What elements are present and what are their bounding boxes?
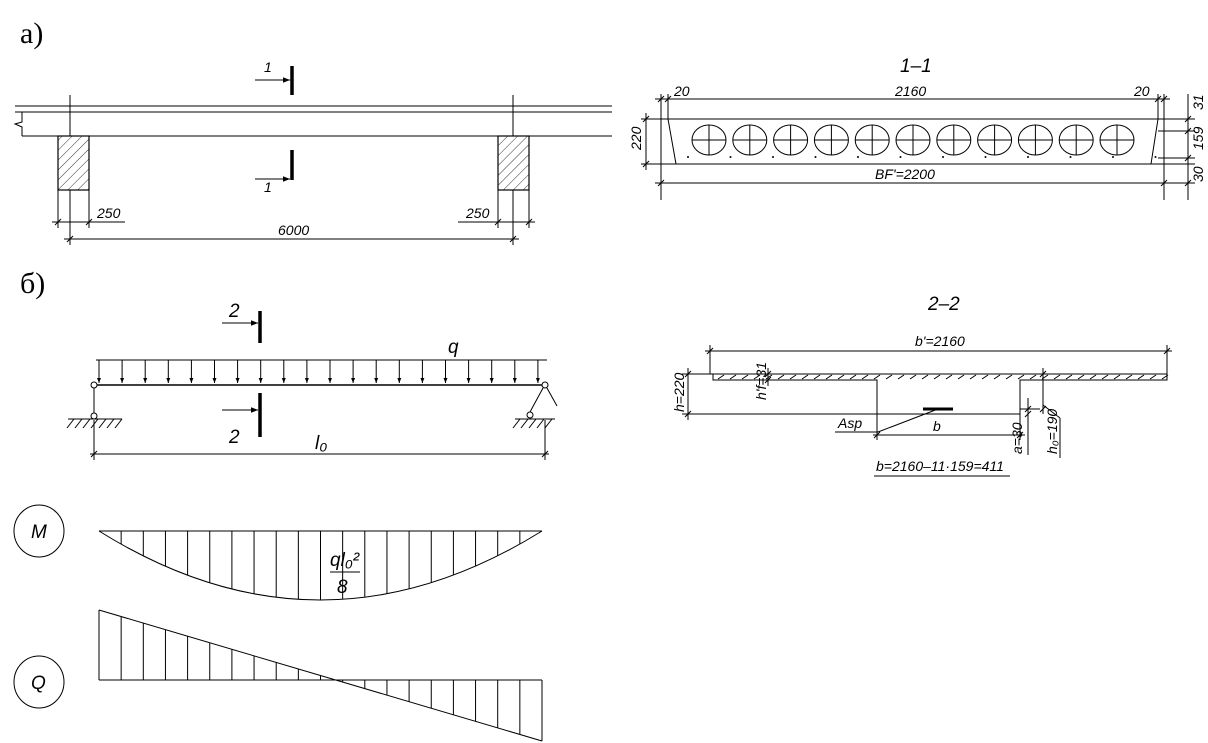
- shear-diagram: Q: [13, 609, 543, 742]
- section-cut-2-bottom: 2: [222, 393, 262, 448]
- strand-dot: [687, 156, 689, 158]
- span-dimension: l₀: [90, 420, 549, 460]
- dim-web: b: [933, 418, 941, 434]
- panel-b-label: б): [20, 267, 45, 300]
- dim-support-right: 250: [465, 205, 490, 221]
- dim-support-left: 250: [96, 205, 121, 221]
- shear-symbol: Q: [31, 673, 46, 694]
- strand-dot: [1154, 156, 1157, 158]
- dim-top-flange: 31: [1190, 94, 1206, 110]
- dim-flange-thickness: h'f=31: [753, 362, 769, 400]
- beam-elevation: [13, 95, 612, 137]
- panel-a-dimensions: 250 250 6000: [52, 190, 535, 245]
- dim-flange-width: b'=2160: [915, 333, 965, 349]
- strand-dot: [899, 156, 902, 158]
- section-2-2-dimensions: b'=2160 h=220 h'f=31 b Asp a=30 h₀=190: [671, 333, 1172, 477]
- section-cut-1-top: 1: [255, 59, 294, 95]
- dim-width-top: 2160: [894, 83, 926, 99]
- load-label: q: [448, 337, 459, 358]
- hollow-core-slab-section: [667, 118, 1159, 165]
- strand-dot: [857, 156, 859, 158]
- dim-middle: 159: [1190, 126, 1206, 150]
- section-mark-2-bottom: 2: [228, 427, 240, 448]
- dim-height: 220: [628, 126, 644, 151]
- moment-diagram: M ql₀² 8: [13, 504, 543, 601]
- dim-width-bottom: BF'=2200: [875, 166, 935, 182]
- dim-effective-depth: h₀=190: [1044, 409, 1060, 454]
- dim-edge-right: 20: [1133, 83, 1150, 99]
- simple-beam-scheme: [66, 381, 558, 429]
- support-left: [57, 135, 90, 191]
- voids: [687, 124, 1157, 158]
- rebar-label: Asp: [837, 415, 862, 431]
- dim-cover: a=30: [1009, 422, 1025, 454]
- break-mark: [13, 112, 23, 136]
- dim-edge-left: 20: [673, 83, 690, 99]
- section-mark-2-top: 2: [228, 301, 240, 322]
- strand-dot: [942, 156, 944, 158]
- strand-dot: [1027, 156, 1029, 158]
- strand-dot: [1069, 156, 1072, 158]
- strand-dot: [984, 156, 987, 158]
- strand-dot: [1112, 156, 1114, 158]
- web-formula: b=2160–11·159=411: [876, 458, 1004, 474]
- section-1-1-title: 1–1: [900, 56, 932, 77]
- strand-dot: [772, 156, 774, 158]
- dim-span-6000: 6000: [278, 222, 309, 238]
- t-section: [712, 373, 1169, 415]
- span-label: l₀: [315, 433, 327, 454]
- section-2-2-title: 2–2: [927, 294, 960, 315]
- strand-dot: [729, 156, 732, 158]
- strand-dot: [814, 156, 817, 158]
- moment-symbol: M: [31, 522, 47, 543]
- uniform-load: q: [96, 337, 547, 383]
- section-cut-2-top: 2: [222, 301, 262, 343]
- panel-a-label: а): [20, 17, 43, 50]
- support-right: [497, 135, 530, 191]
- moment-numerator: ql₀²: [330, 550, 360, 571]
- section-mark-1-top: 1: [264, 59, 272, 75]
- dim-bottom: 30: [1190, 166, 1206, 182]
- dim-height: h=220: [671, 372, 687, 412]
- section-1-1-dimensions: 20 2160 20 220 BF'=2200 31 159 30: [628, 83, 1206, 200]
- section-cut-1-bottom: 1: [255, 150, 294, 195]
- moment-denominator: 8: [337, 577, 348, 598]
- section-mark-1-bottom: 1: [264, 179, 272, 195]
